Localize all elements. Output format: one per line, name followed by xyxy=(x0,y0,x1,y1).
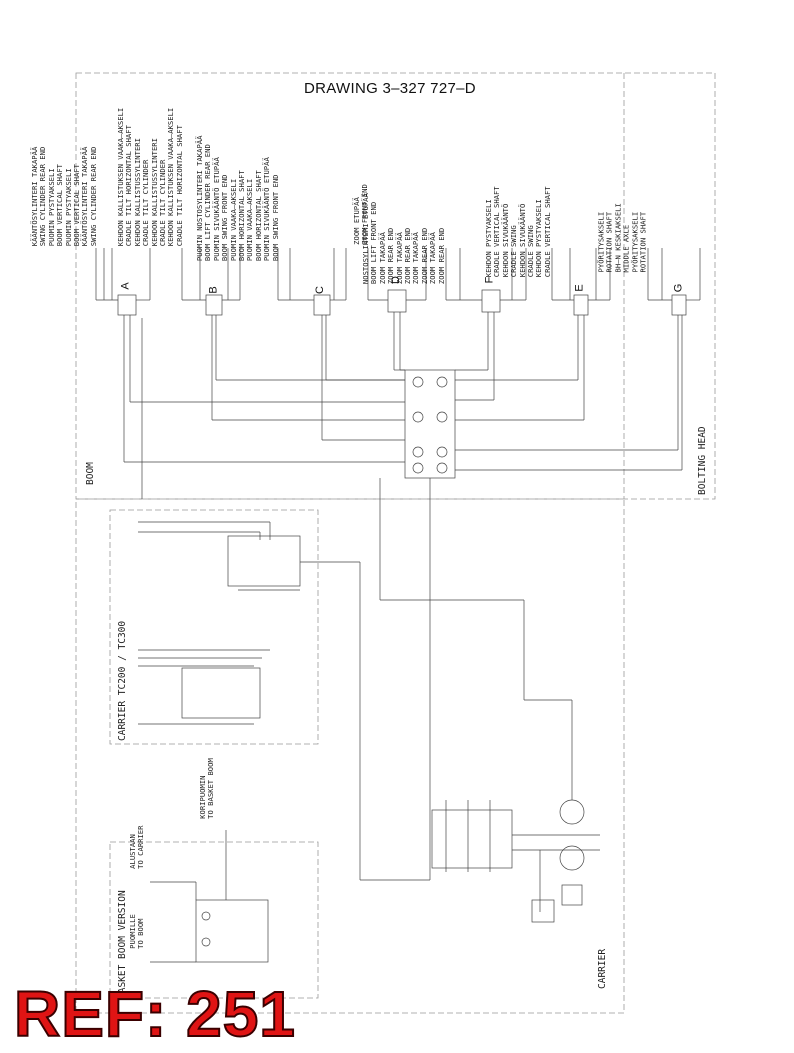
letter-e: E xyxy=(573,284,586,292)
ref-number: REF: 251 xyxy=(13,978,296,1050)
section-borders xyxy=(75,72,716,1014)
label-group-b: KEHDON KALLISTUKSEN VAAKA–AKSELI CRADLE … xyxy=(115,107,184,247)
label-group-g: PYÖRITYSAKSELI ROTATION SHAFT BH–N KESKI… xyxy=(596,203,648,273)
letter-c: C xyxy=(313,286,326,294)
section-carrier-tc: CARRIER TC200 / TC300 xyxy=(117,620,128,741)
letter-b: B xyxy=(207,286,220,294)
letter-f: F xyxy=(483,276,496,284)
basket-lines xyxy=(150,830,269,963)
label-puomille: PUOMILLE TO BOOM xyxy=(128,914,146,949)
section-carrier: CARRIER xyxy=(597,948,608,989)
boom-lines xyxy=(95,248,701,881)
label-group-a: KÄÄNTÖSYLINTERI TAKAPÄÄ SWING CYLINDER R… xyxy=(29,146,98,247)
carrier-tc-lines xyxy=(138,521,301,725)
label-alustaan: ALUSTAAN TO CARRIER xyxy=(128,825,146,869)
letter-d: D xyxy=(389,276,402,284)
letter-g: G xyxy=(672,283,685,293)
section-bolting-head: BOLTING HEAD xyxy=(697,426,708,495)
drawing-title: DRAWING 3–327 727–D xyxy=(304,80,476,97)
label-group-e: KEHDON PYSTYAKSELI CRADLE VERTICAL SHAFT… xyxy=(483,186,552,278)
label-koripuomin: KORIPUOMIN TO BASKET BOOM xyxy=(198,758,216,819)
letter-a: A xyxy=(119,282,132,290)
label-group-f: NOSTOSYLINTERI ETUPÄÄ BOOM LIFT FRONT EN… xyxy=(360,193,446,285)
section-boom: BOOM xyxy=(85,462,96,485)
label-group-c: PUOMIN NOSTOSYLINTERI TAKAPÄÄ BOOM LIFT … xyxy=(194,135,280,262)
carrier-lines xyxy=(431,699,600,923)
